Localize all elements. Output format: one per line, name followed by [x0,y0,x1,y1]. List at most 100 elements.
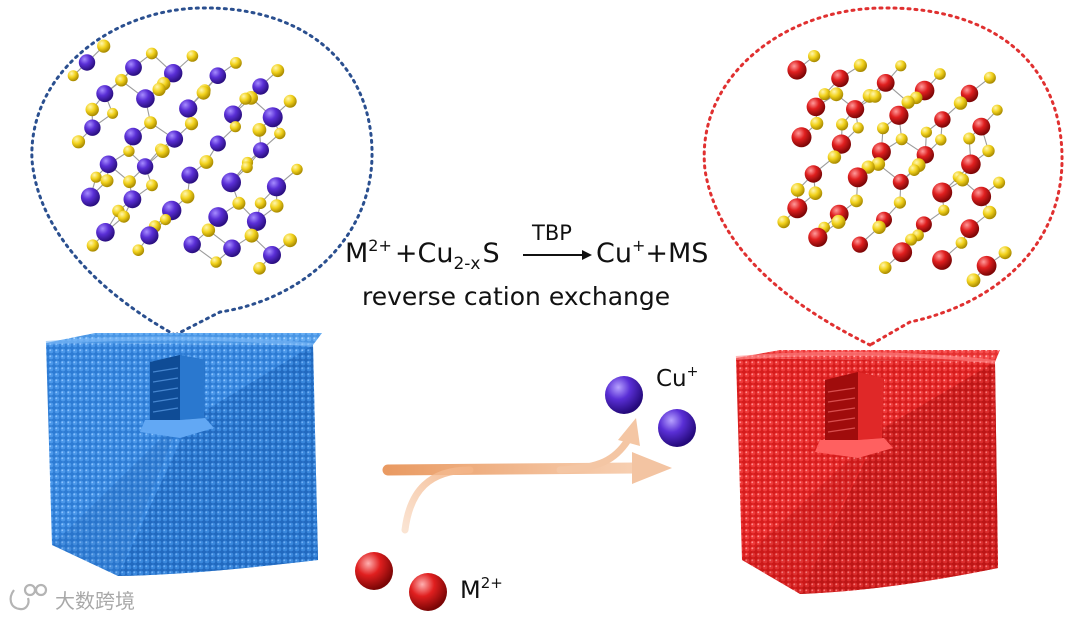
red-cube-notch [815,372,893,458]
metal-site-atom [934,111,951,128]
sulfur-atom [895,133,908,146]
sulfur-atom [241,161,253,174]
sulfur-atom [97,39,111,53]
sulfur-atom [199,155,214,169]
sulfur-atom [71,135,86,149]
sulfur-atom [878,261,892,275]
metal-site-atom [246,211,267,231]
sulfur-atom [201,223,216,237]
sulfur-atom [905,233,918,246]
metal-site-atom [851,236,869,253]
sulfur-atom [283,94,297,108]
copper-ion-label: Cu+ [656,364,698,392]
sulfur-atom [955,237,968,249]
sulfur-atom [901,95,915,109]
sulfur-atom [871,157,886,171]
sulfur-atom [982,144,995,158]
metal-site-atom [123,190,142,209]
metal-site-atom [224,105,242,124]
watermark-text: 大数跨境 [55,589,135,613]
sulfur-atom [116,75,128,87]
sulfur-atom [274,127,286,140]
sulfur-atom [244,228,259,243]
reaction-equation: M2++Cu2-xS TBP Cu++MS [345,221,708,274]
blue-cube-notch [140,355,214,438]
metal-site-atom [976,255,997,276]
incoming-ion-curve [401,466,474,534]
watermark: 大数跨境 [9,583,135,613]
sulfur-atom [152,82,166,96]
metal-site-atom [136,158,154,175]
sulfur-atom [934,68,946,80]
metal-site-atom [262,107,283,128]
sulfur-atom [895,60,907,72]
metal-site-atom [96,223,115,242]
sulfur-atom [100,174,114,188]
metal-ion-1 [355,552,393,590]
metal-site-atom [136,89,155,108]
metal-site-atom [164,63,183,83]
metal-site-atom [263,246,281,264]
metal-site-atom [892,242,913,263]
sulfur-atom [790,183,805,197]
sulfur-atom [808,186,823,200]
sulfur-atom [920,126,933,138]
metal-site-atom [804,165,823,183]
sulfur-atom [144,116,157,130]
sulfur-atom [998,246,1012,260]
metal-site-atom [808,227,828,247]
metal-site-atom [889,105,909,125]
metal-site-atom [124,127,142,146]
metal-site-atom [971,186,992,207]
metal-site-atom [791,127,812,148]
sulfur-atom [229,121,241,133]
sulfur-atom [210,256,222,268]
sulfur-atom [938,204,950,216]
metal-site-atom [972,117,991,136]
metal-site-atom [266,177,287,197]
sulfur-atom [146,179,158,192]
metal-site-atom [960,84,979,103]
metal-site-atom [223,239,241,258]
copper-ion-1 [605,376,643,414]
sulfur-atom [254,197,267,209]
reaction-equation-left: M2++Cu2-xS [345,236,500,274]
right-crystal-lattice [777,50,1012,288]
sulfur-atom [953,96,968,110]
sulfur-atom [270,199,284,213]
metal-site-atom [253,142,269,159]
sulfur-atom [184,117,199,131]
sulfur-atom [836,118,849,131]
metal-site-atom [932,250,952,270]
sulfur-atom [966,273,981,288]
metal-site-atom [831,134,852,154]
sulfur-atom [893,196,907,209]
sulfur-atom [872,220,886,234]
metal-site-atom [209,135,226,152]
sulfur-atom [232,196,246,210]
sulfur-atom [123,175,136,189]
sulfur-atom [271,64,285,78]
metal-site-atom [99,155,118,174]
blue-nanocube [45,333,322,576]
sulfur-atom [180,189,195,204]
sulfur-atom [853,58,868,72]
sulfur-atom [808,50,821,63]
metal-ion-2 [409,573,447,611]
metal-site-atom [183,235,201,254]
sulfur-atom [877,122,889,135]
metal-site-atom [892,173,909,190]
reaction-equation-right: Cu++MS [596,236,708,269]
sulfur-atom [230,57,242,69]
sulfur-atom [956,173,969,187]
metal-site-atom [871,142,891,162]
main-arrow-shaft [382,462,646,476]
metal-site-atom [80,187,100,207]
red-nanocube [735,350,1000,594]
sulfur-atom [85,102,99,117]
sulfur-atom [818,88,831,101]
sulfur-atom [252,122,267,137]
sulfur-atom [861,160,875,174]
sulfur-atom [123,145,135,157]
sulfur-atom [777,215,790,229]
